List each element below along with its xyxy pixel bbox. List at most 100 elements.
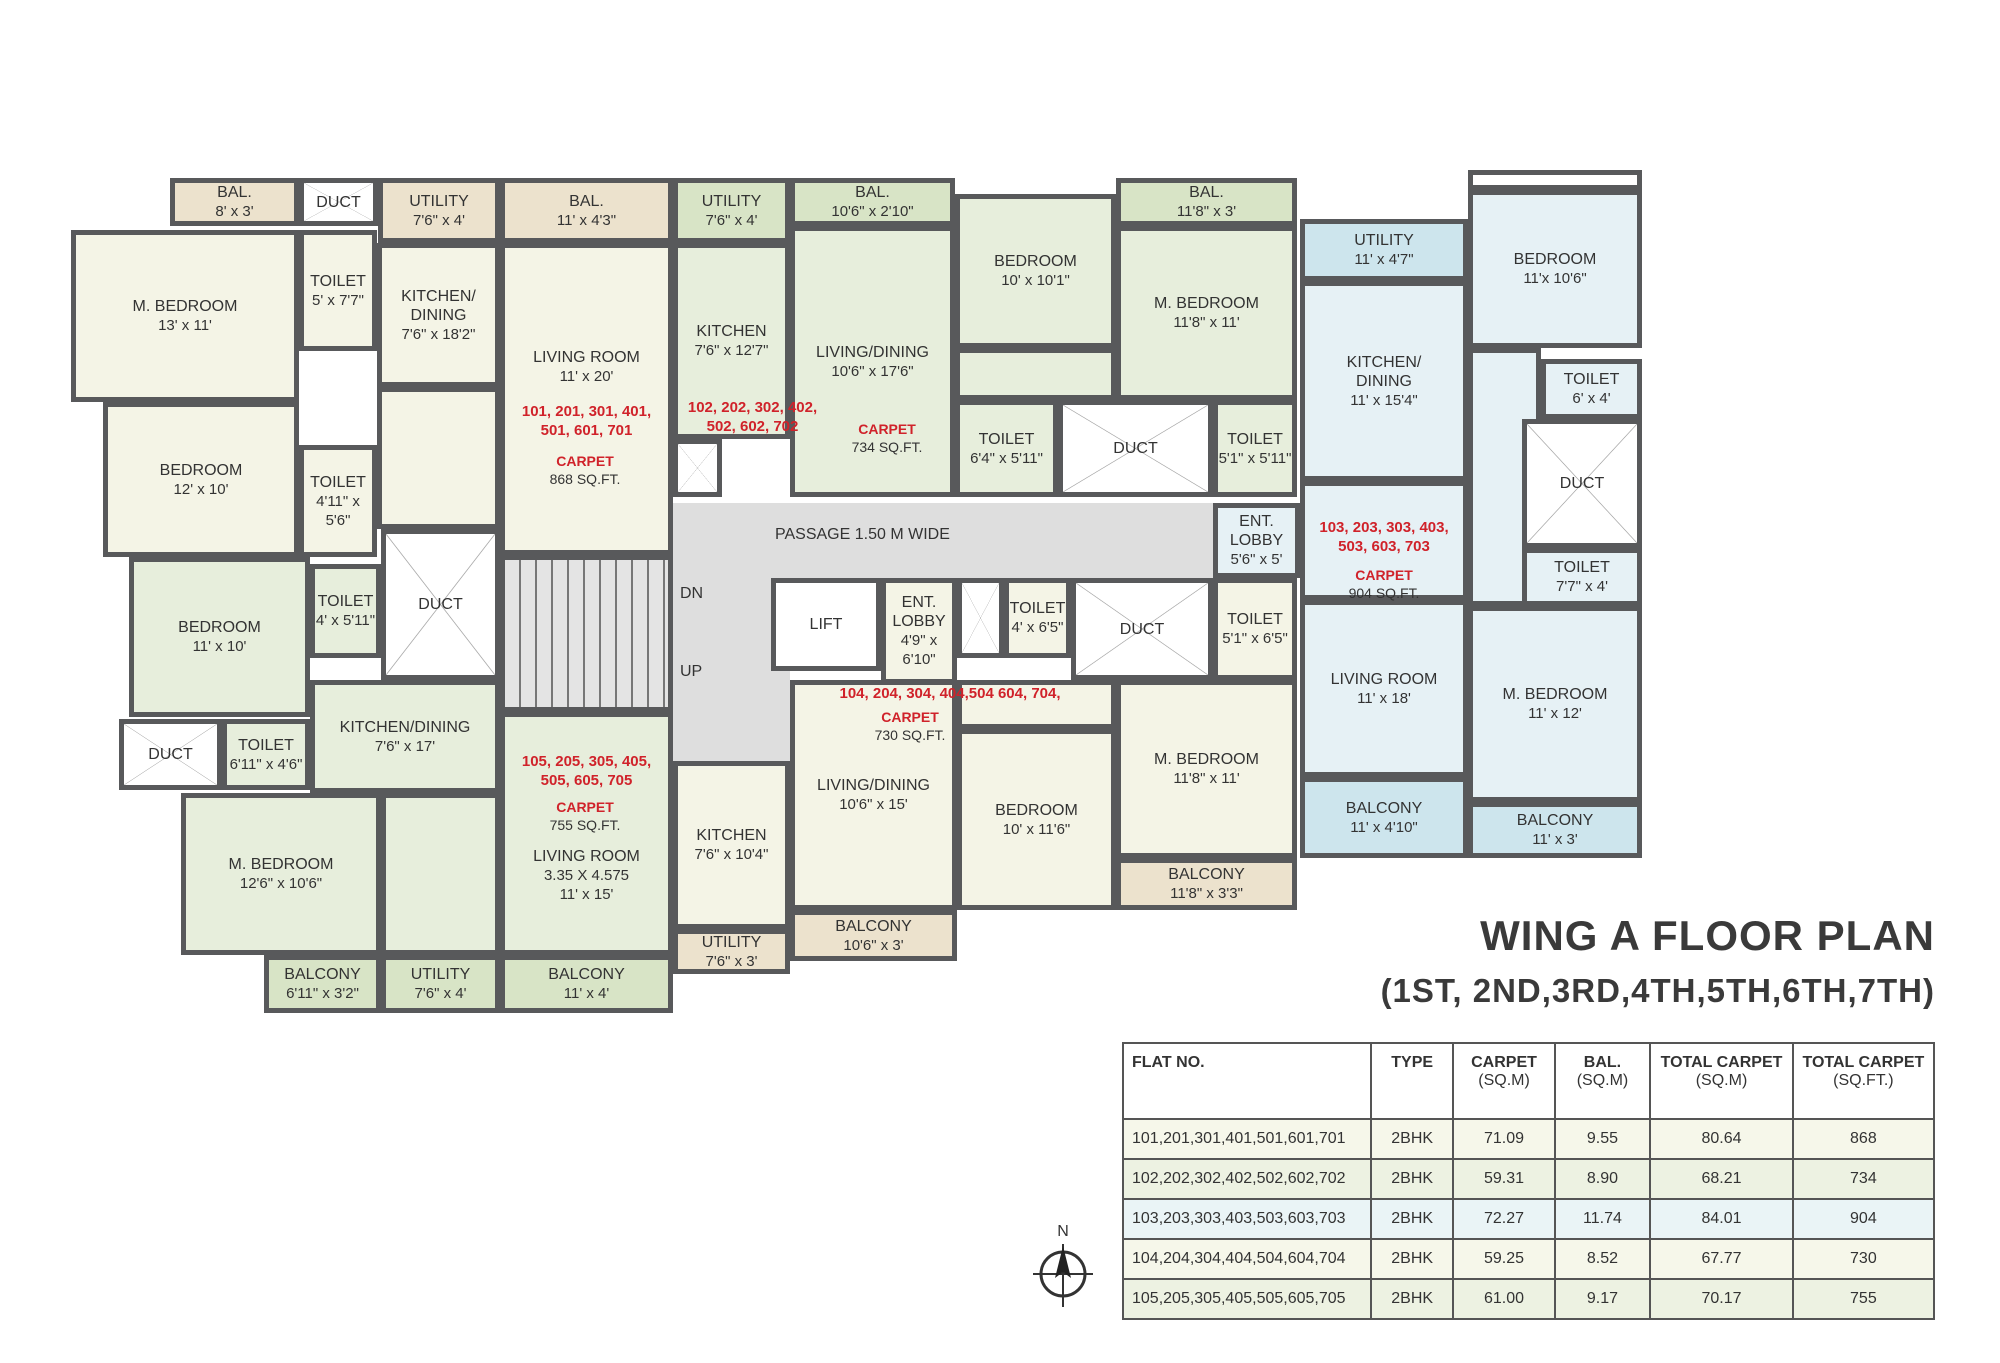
room-name: KITCHEN/DINING xyxy=(339,718,471,736)
room-size: 3.35 X 4.575 11' x 15' xyxy=(543,867,630,903)
room-name: BAL. xyxy=(855,184,890,201)
duct: DUCT xyxy=(381,529,500,680)
carpet-label: CARPET xyxy=(881,709,939,725)
room-name: BAL. xyxy=(1189,184,1224,201)
room-name: TOILET xyxy=(317,593,374,610)
room-name: M. BEDROOM xyxy=(228,856,334,873)
duct: DUCT xyxy=(1058,400,1213,497)
room-name: KITCHEN xyxy=(696,827,767,844)
room-name: KITCHEN/ DINING xyxy=(401,287,476,324)
room-size: 10'6" x 17'6" xyxy=(831,362,914,380)
plan-title: WING A FLOOR PLAN xyxy=(1480,912,1935,959)
flat-numbers: 104, 204, 304, 404,504 604, 704, xyxy=(839,685,1061,702)
room-name: BALCONY xyxy=(284,966,361,983)
header-unit: (SQ.M) xyxy=(1478,1072,1530,1089)
room-name: KITCHEN/ DINING xyxy=(1346,353,1422,390)
room-name: BAL. xyxy=(217,184,252,201)
table-cell: 103,203,303,403,503,603,703 xyxy=(1122,1198,1372,1240)
passage-extension xyxy=(673,578,790,761)
table-cell: 2BHK xyxy=(1369,1238,1455,1280)
room-size: 11'8" x 3'3" xyxy=(1170,885,1243,902)
room-size: 7'7" x 4' xyxy=(1556,578,1608,595)
room-label: DUCT xyxy=(148,746,193,763)
north-compass-icon: N xyxy=(1033,1223,1093,1307)
table-cell: 8.52 xyxy=(1553,1238,1652,1280)
room-name: TOILET xyxy=(310,473,366,491)
table-cell: 68.21 xyxy=(1649,1158,1794,1200)
room-name: TOILET xyxy=(1009,600,1066,617)
table-cell: 72.27 xyxy=(1452,1198,1556,1240)
room-size: 11' x 18' xyxy=(1357,689,1411,707)
room-name: LIVING ROOM xyxy=(1330,670,1438,688)
table-cell: 101,201,301,401,501,601,701 xyxy=(1122,1118,1372,1160)
room-size: 7'6" x 18'2" xyxy=(401,325,476,343)
stairs-down-label: DN xyxy=(680,585,704,602)
table-cell: 2BHK xyxy=(1369,1118,1455,1160)
table-cell: 8.90 xyxy=(1553,1158,1652,1200)
room-name: LIVING/DINING xyxy=(816,343,929,361)
room-size: 11' x 4'7" xyxy=(1354,251,1414,268)
table-cell: 9.17 xyxy=(1553,1278,1652,1320)
room-name: TOILET xyxy=(1227,430,1283,448)
room-name: BALCONY xyxy=(835,917,912,935)
room-name: BEDROOM xyxy=(995,801,1078,819)
column-header: CARPET(SQ.M) xyxy=(1452,1042,1556,1120)
room-size: 11' x 3' xyxy=(1532,831,1578,848)
room-name: TOILET xyxy=(1563,371,1620,388)
table-cell: 755 xyxy=(1791,1278,1936,1320)
room-size: 10' x 10'1" xyxy=(1001,272,1070,289)
room-label: DUCT xyxy=(1559,475,1605,492)
room-size: 11' x 4'10" xyxy=(1350,818,1418,836)
room-name: TOILET xyxy=(238,736,294,754)
table-cell: 904 xyxy=(1791,1198,1936,1240)
table-cell: 59.31 xyxy=(1452,1158,1556,1200)
room-label: DUCT xyxy=(1119,620,1165,638)
compass-label: N xyxy=(1057,1223,1069,1240)
room-size: 5'1" x 6'5" xyxy=(1222,630,1288,647)
room-name: LIVING/DINING xyxy=(817,777,930,794)
room-size: 4'9" x 6'10" xyxy=(900,632,938,668)
table-cell: 61.00 xyxy=(1452,1278,1556,1320)
room-name: ENT. LOBBY xyxy=(1229,513,1284,549)
room-name: BALCONY xyxy=(548,966,625,983)
room-name: M. BEDROOM xyxy=(1154,295,1259,312)
table-cell: 104,204,304,404,504,604,704 xyxy=(1122,1238,1372,1280)
room-name: UTILITY xyxy=(409,192,469,210)
carpet-value: 730 SQ.FT. xyxy=(874,727,946,743)
room-name: BEDROOM xyxy=(159,461,243,479)
carpet-value: 755 SQ.FT. xyxy=(549,817,621,833)
duct: DUCT xyxy=(299,178,378,226)
table-cell: 730 xyxy=(1791,1238,1936,1280)
room-size: 4' x 5'11" xyxy=(315,612,376,629)
stairs-up-label: UP xyxy=(680,663,703,680)
room-name: BALCONY xyxy=(1345,799,1423,817)
header-title: TYPE xyxy=(1391,1054,1434,1071)
room-size: 5' x 7'7" xyxy=(312,291,364,309)
room-name: BALCONY xyxy=(1168,866,1245,883)
room-name: BEDROOM xyxy=(1513,251,1597,268)
table-cell: 71.09 xyxy=(1452,1118,1556,1160)
table-cell: 868 xyxy=(1791,1118,1936,1160)
carpet-value: 734 SQ.FT. xyxy=(851,439,923,455)
column-header: TYPE xyxy=(1369,1042,1455,1120)
